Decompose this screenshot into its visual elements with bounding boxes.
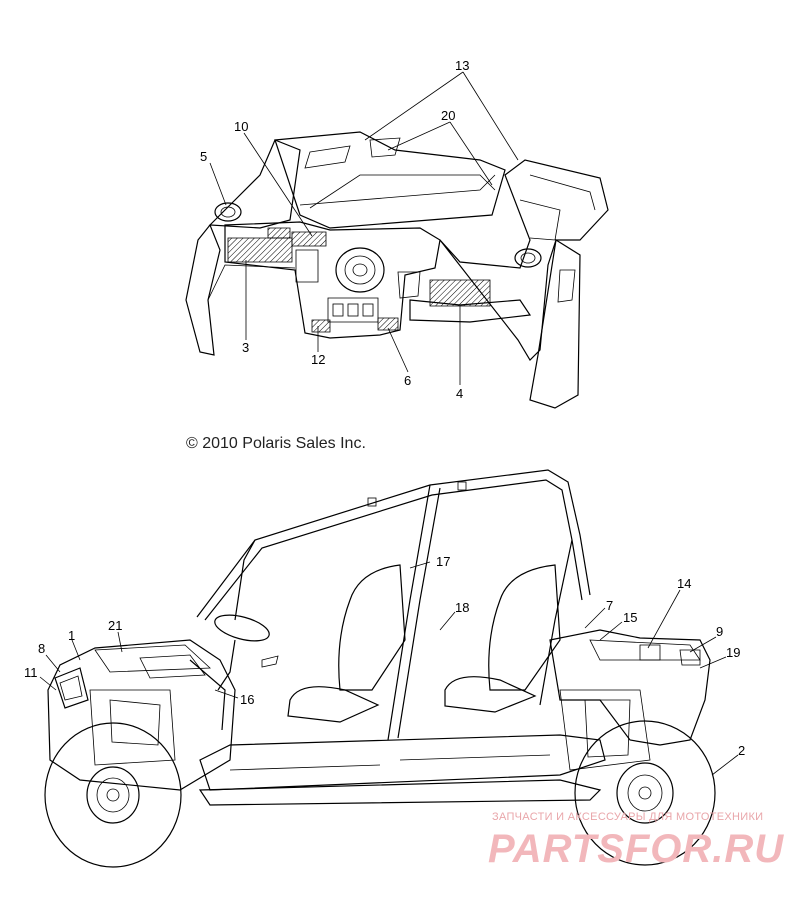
callout-17: 17 <box>436 554 450 569</box>
watermark-tagline: ЗАПЧАСТИ И АКСЕССУАРЫ ДЛЯ МОТОТЕХНИКИ <box>492 811 763 823</box>
callout-16: 16 <box>240 692 254 707</box>
watermark-logo: ЗАПЧАСТИ И АКСЕССУАРЫ ДЛЯ МОТОТЕХНИКИ PA… <box>488 811 784 871</box>
callout-1: 1 <box>68 628 75 643</box>
callout-11: 11 <box>24 665 38 680</box>
callout-13: 13 <box>455 58 469 73</box>
callout-2: 2 <box>738 743 745 758</box>
bottom-leader-lines <box>39 561 739 776</box>
dash-panel-drawing <box>185 131 609 409</box>
callout-5: 5 <box>200 149 207 164</box>
callout-3: 3 <box>242 340 249 355</box>
watermark-logo-text: PARTSFOR.RU <box>488 827 784 871</box>
top-leader-lines <box>209 71 519 385</box>
callout-12: 12 <box>311 352 325 367</box>
callout-4: 4 <box>456 386 463 401</box>
top-callouts: 13 20 10 5 3 12 6 4 <box>200 58 469 401</box>
callout-6: 6 <box>404 373 411 388</box>
copyright-notice: © 2010 Polaris Sales Inc. <box>186 435 366 452</box>
callout-8: 8 <box>38 641 45 656</box>
bottom-callouts: 17 18 7 14 15 9 19 1 21 8 11 16 2 <box>24 554 745 758</box>
callout-21: 21 <box>108 618 122 633</box>
callout-10: 10 <box>234 119 248 134</box>
callout-19: 19 <box>726 645 740 660</box>
callout-15: 15 <box>623 610 637 625</box>
callout-20: 20 <box>441 108 455 123</box>
callout-7: 7 <box>606 598 613 613</box>
callout-18: 18 <box>455 600 469 615</box>
callout-14: 14 <box>677 576 691 591</box>
vehicle-drawing <box>44 469 716 868</box>
callout-9: 9 <box>716 624 723 639</box>
